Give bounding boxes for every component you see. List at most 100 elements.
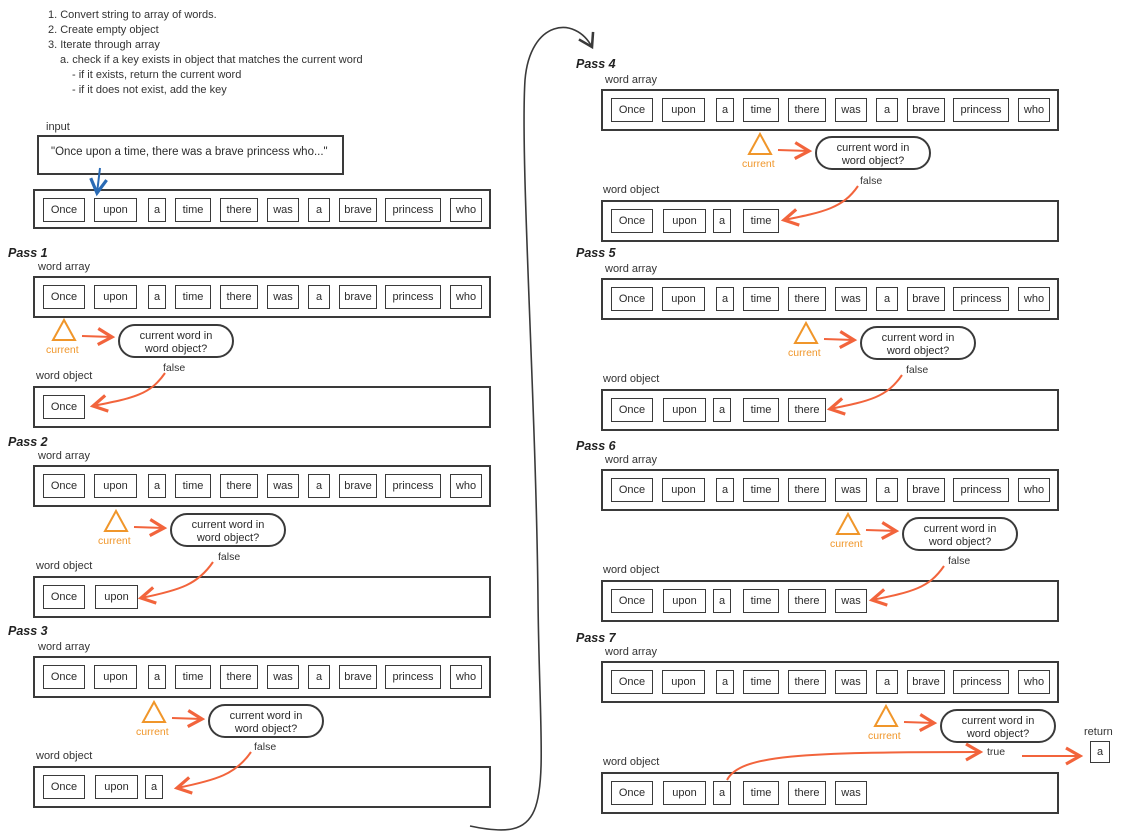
pass-1-word-array-label: word array	[38, 261, 90, 273]
word-cell: Once	[43, 285, 85, 309]
word-cell: was	[835, 478, 867, 502]
pass-1-current-triangle-icon	[51, 317, 77, 341]
word-cell: there	[220, 198, 258, 222]
word-cell: princess	[953, 287, 1009, 311]
bubble-line-2: word object?	[886, 345, 950, 357]
object-cell: Once	[611, 209, 653, 233]
pass-4-current-label: current	[742, 158, 775, 170]
pass-4-word-object-label: word object	[603, 184, 660, 196]
object-cell: there	[788, 589, 826, 613]
step-3: 3. Iterate through array	[48, 39, 160, 51]
pass-3-result-label: false	[254, 741, 277, 753]
input-string-box: "Once upon a time, there was a brave pri…	[37, 135, 344, 175]
pass-5-label: Pass 5	[576, 246, 616, 260]
word-cell: time	[743, 287, 779, 311]
word-cell: princess	[953, 98, 1009, 122]
word-cell: time	[743, 478, 779, 502]
word-cell: upon	[662, 287, 705, 311]
word-cell: a	[876, 670, 898, 694]
word-cell: brave	[339, 474, 377, 498]
object-cell: Once	[611, 589, 653, 613]
pass-7-current-label: current	[868, 730, 901, 742]
word-cell: a	[148, 474, 166, 498]
word-cell: a	[716, 670, 734, 694]
pass-7-word-object-label: word object	[603, 756, 660, 768]
object-cell: time	[743, 209, 779, 233]
pass-5-to-bubble-arrow	[823, 330, 858, 349]
pass-2-to-bubble-arrow	[133, 518, 168, 537]
word-cell: was	[267, 285, 299, 309]
pass-6-to-bubble-arrow	[865, 521, 900, 540]
word-cell: Once	[611, 478, 653, 502]
pass-5-current-triangle-icon	[793, 320, 819, 344]
bubble-line-2: word object?	[928, 536, 992, 548]
pass-1-to-bubble-arrow	[81, 327, 116, 346]
word-cell: who	[450, 665, 482, 689]
word-cell: who	[450, 474, 482, 498]
pass-3-current-label: current	[136, 726, 169, 738]
word-cell: there	[220, 474, 258, 498]
word-cell: a	[876, 478, 898, 502]
word-cell: brave	[339, 285, 377, 309]
word-cell: was	[835, 670, 867, 694]
object-cell: Once	[43, 585, 85, 609]
word-cell: princess	[953, 670, 1009, 694]
algorithm-steps: 1. Convert string to array of words. 2. …	[48, 8, 363, 98]
object-cell: Once	[43, 395, 85, 419]
bubble-line-2: word object?	[196, 532, 260, 544]
object-cell: time	[743, 781, 779, 805]
word-cell: a	[716, 478, 734, 502]
word-cell: was	[267, 198, 299, 222]
word-cell: who	[1018, 478, 1050, 502]
word-cell: upon	[662, 670, 705, 694]
word-cell: a	[876, 98, 898, 122]
return-label: return	[1084, 726, 1113, 738]
pass-4-word-array-label: word array	[605, 74, 657, 86]
pass-4-result-label: false	[860, 175, 883, 187]
word-cell: a	[716, 98, 734, 122]
word-cell: time	[743, 98, 779, 122]
pass-5-word-object-label: word object	[603, 373, 660, 385]
pass-1-word-object: Once	[33, 386, 491, 428]
word-cell: Once	[43, 665, 85, 689]
input-label: input	[46, 121, 70, 133]
word-cell: a	[308, 474, 330, 498]
word-cell: a	[148, 665, 166, 689]
word-cell: there	[788, 287, 826, 311]
column-connector-arrow	[469, 26, 595, 831]
bubble-line-2: word object?	[234, 723, 298, 735]
pass-3-to-bubble-arrow	[171, 709, 206, 728]
word-cell: upon	[94, 474, 137, 498]
pass-2-current-triangle-icon	[103, 508, 129, 532]
step-1: 1. Convert string to array of words.	[48, 9, 217, 21]
pass-1-current-label: current	[46, 344, 79, 356]
word-cell: brave	[907, 478, 945, 502]
pass-7-current-triangle-icon	[873, 703, 899, 727]
pass-6-word-object-label: word object	[603, 564, 660, 576]
pass-3-word-array-label: word array	[38, 641, 90, 653]
word-cell: time	[175, 285, 211, 309]
word-cell: princess	[385, 285, 441, 309]
pass-2-word-object-label: word object	[36, 560, 93, 572]
pass-2-word-array-label: word array	[38, 450, 90, 462]
object-cell: Once	[43, 775, 85, 799]
step-3a-exists: - if it exists, return the current word	[72, 69, 242, 81]
word-cell: a	[308, 285, 330, 309]
pass-2-result-label: false	[218, 551, 241, 563]
word-cell: brave	[907, 98, 945, 122]
pass-3-label: Pass 3	[8, 624, 48, 638]
pass-6-word-array-label: word array	[605, 454, 657, 466]
word-cell: a	[876, 287, 898, 311]
word-cell: was	[835, 287, 867, 311]
word-cell: a	[148, 198, 166, 222]
